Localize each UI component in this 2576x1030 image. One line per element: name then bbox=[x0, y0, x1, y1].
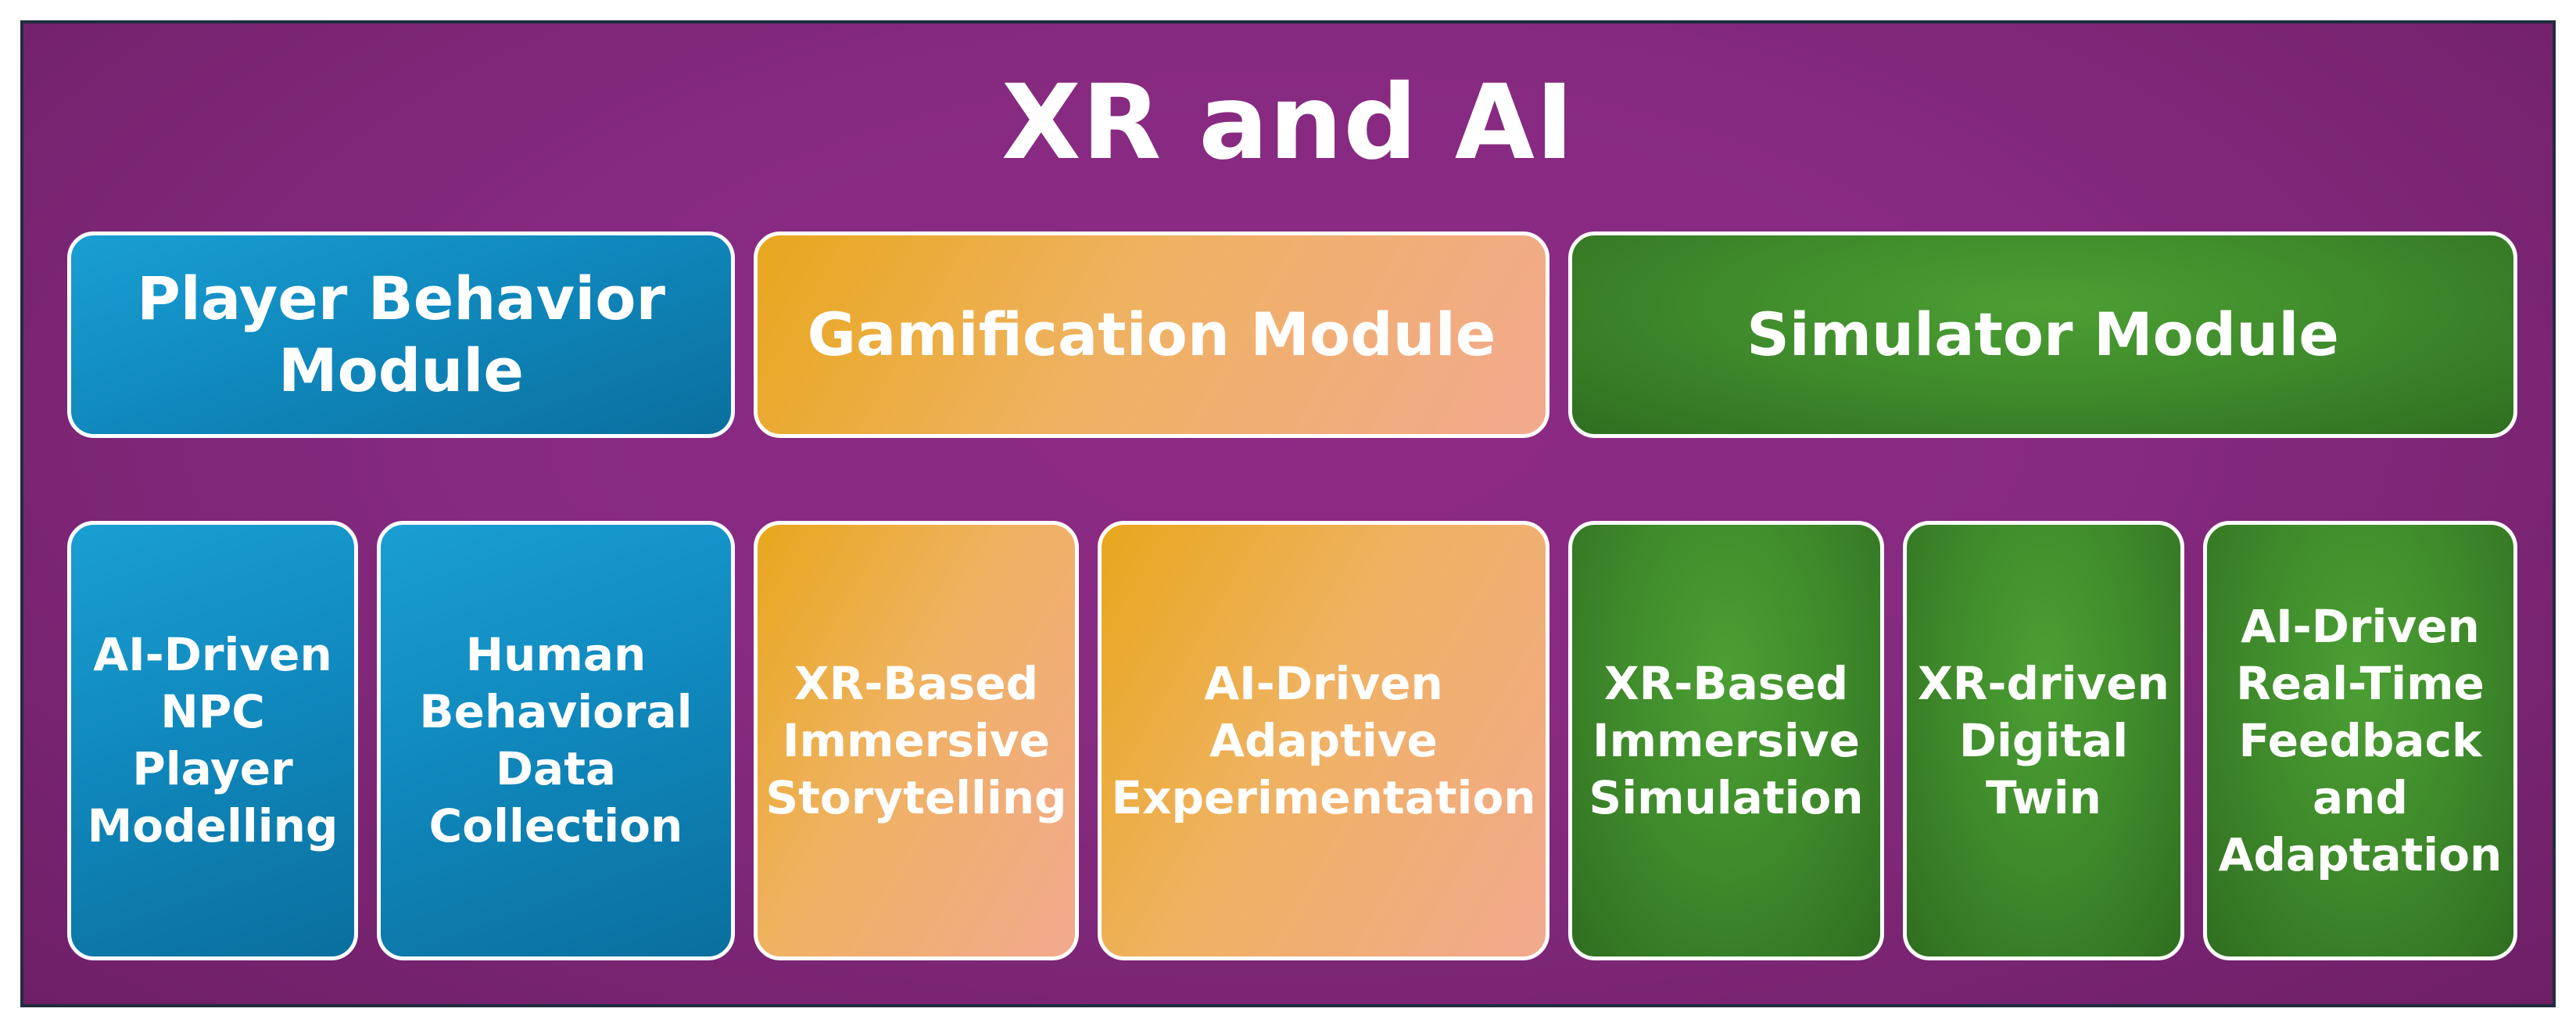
module-gamification: Gamification Module bbox=[754, 231, 1550, 438]
item-human-behavioral-data-collection: Human Behavioral Data Collection bbox=[377, 521, 735, 960]
module-simulator: Simulator Module bbox=[1568, 231, 2517, 438]
item-label: AI-Driven Real-Time Feedback and Adaptat… bbox=[2218, 599, 2503, 881]
item-ai-driven-npc-player-modelling: AI-Driven NPC Player Modelling bbox=[67, 521, 358, 960]
module-simulator-label: Simulator Module bbox=[1747, 300, 2339, 369]
item-label: XR-Based Immersive Storytelling bbox=[765, 656, 1067, 824]
item-label: AI-Driven Adaptive Experimentation bbox=[1111, 656, 1536, 824]
item-label: AI-Driven NPC Player Modelling bbox=[87, 628, 339, 852]
item-xr-based-immersive-storytelling: XR-Based Immersive Storytelling bbox=[754, 521, 1079, 960]
module-player-behavior: Player Behavior Module bbox=[67, 231, 735, 438]
module-player-behavior-label: Player Behavior Module bbox=[137, 264, 665, 405]
item-xr-based-immersive-simulation: XR-Based Immersive Simulation bbox=[1568, 521, 1884, 960]
diagram-title: XR and AI bbox=[1001, 63, 1575, 183]
item-label: Human Behavioral Data Collection bbox=[419, 628, 693, 852]
item-label: XR-driven Digital Twin bbox=[1918, 656, 2169, 824]
module-gamification-label: Gamification Module bbox=[807, 300, 1496, 369]
diagram-frame: XR and AI Player Behavior Module AI-Driv… bbox=[20, 20, 2556, 1007]
item-ai-driven-adaptive-experimentation: AI-Driven Adaptive Experimentation bbox=[1098, 521, 1550, 960]
item-label: XR-Based Immersive Simulation bbox=[1589, 656, 1864, 824]
item-xr-driven-digital-twin: XR-driven Digital Twin bbox=[1903, 521, 2184, 960]
item-ai-driven-real-time-feedback-and-adaptation: AI-Driven Real-Time Feedback and Adaptat… bbox=[2203, 521, 2517, 960]
